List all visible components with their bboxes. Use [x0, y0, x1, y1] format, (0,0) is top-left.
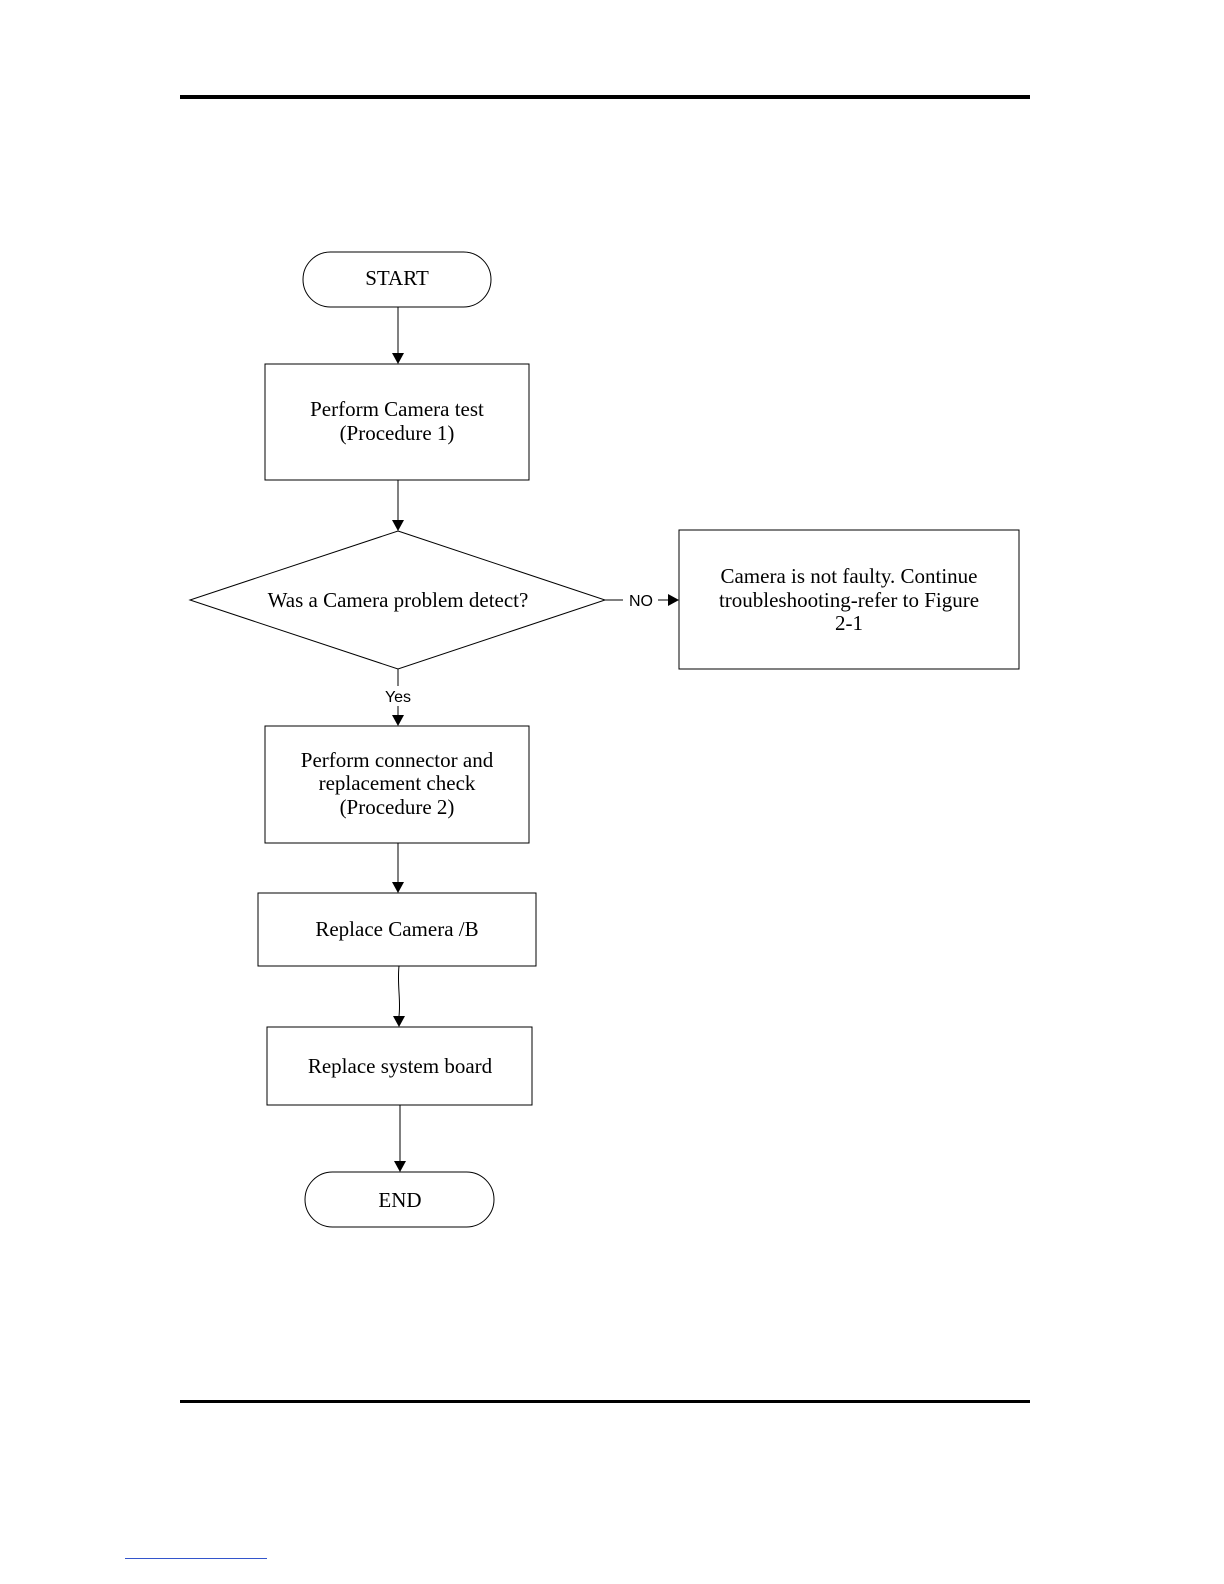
- nodes: START Perform Camera test (Procedure 1) …: [190, 252, 1019, 1227]
- connector-check-node: Perform connector and replacement check …: [265, 726, 529, 843]
- not-faulty-label-line-1: Camera is not faulty. Continue: [720, 564, 977, 588]
- arrowhead-connector-check: [392, 715, 404, 726]
- decision-node: Was a Camera problem detect?: [190, 531, 605, 669]
- connector-check-label-line-1: Perform connector and: [301, 748, 494, 772]
- camera-test-node: Perform Camera test (Procedure 1): [265, 364, 529, 480]
- start-node: START: [303, 252, 491, 307]
- connector-check-label-line-3: (Procedure 2): [340, 795, 455, 819]
- edge-replace-camera-to-replace-board: [398, 966, 399, 1016]
- arrowhead-replace-camera: [392, 882, 404, 893]
- arrowhead-camera-test: [392, 353, 404, 364]
- connector-check-label-line-2: replacement check: [319, 771, 476, 795]
- camera-test-label-line-2: (Procedure 1): [340, 421, 455, 445]
- not-faulty-label-line-2: troubleshooting-refer to Figure: [719, 588, 979, 612]
- camera-test-label-line-1: Perform Camera test: [310, 397, 484, 421]
- decision-label: Was a Camera problem detect?: [268, 588, 529, 612]
- start-label: START: [365, 266, 429, 290]
- end-node: END: [305, 1172, 494, 1227]
- replace-camera-label: Replace Camera /B: [315, 917, 478, 941]
- arrowhead-decision: [392, 520, 404, 531]
- not-faulty-label-line-3: 2-1: [835, 611, 863, 635]
- not-faulty-node: Camera is not faulty. Continue troublesh…: [679, 530, 1019, 669]
- replace-camera-node: Replace Camera /B: [258, 893, 536, 966]
- arrowhead-replace-board: [393, 1016, 405, 1027]
- replace-board-node: Replace system board: [267, 1027, 532, 1105]
- edge-label-no: NO: [629, 593, 653, 610]
- arrowhead-not-faulty: [668, 594, 679, 606]
- end-label: END: [378, 1188, 421, 1212]
- replace-board-label: Replace system board: [308, 1054, 493, 1078]
- edge-label-yes: Yes: [385, 689, 411, 706]
- arrowhead-end: [394, 1161, 406, 1172]
